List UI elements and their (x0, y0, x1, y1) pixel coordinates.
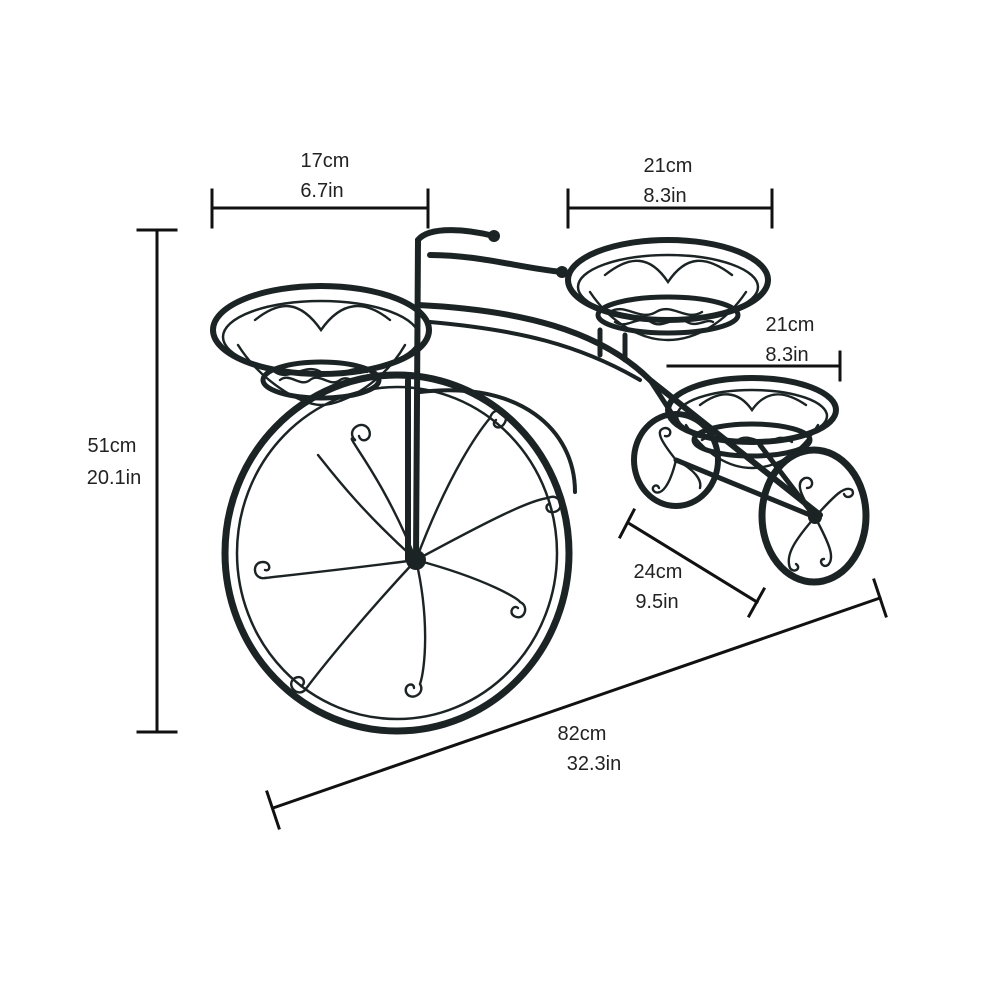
length-cm-label: 82cm (558, 723, 607, 745)
dimension-length: 82cm 32.3in (265, 578, 888, 830)
front-basket (210, 283, 432, 407)
dimension-rear-basket-top: 21cm 8.3in (566, 155, 774, 229)
rear-basket-top-in-label: 8.3in (643, 185, 686, 207)
rear-axle (647, 377, 818, 520)
front-basket-cm-label: 17cm (301, 150, 350, 172)
height-cm-label: 51cm (88, 435, 137, 457)
rear-basket-low-in-label: 8.3in (765, 344, 808, 366)
tricycle-stand (210, 227, 870, 735)
handlebar-grip (488, 230, 500, 242)
rear-width-in-label: 9.5in (635, 591, 678, 613)
rear-width-cm-label: 24cm (634, 561, 683, 583)
rear-basket-lower (665, 375, 839, 470)
rear-basket-top-cm-label: 21cm (644, 155, 693, 177)
main-frame (415, 302, 823, 518)
handlebar-grip (556, 266, 568, 278)
rear-basket-upper (565, 237, 771, 363)
lower-frame (428, 320, 642, 382)
fork (405, 237, 421, 563)
height-in-label: 20.1in (87, 467, 142, 489)
dimension-front-basket: 17cm 6.7in (210, 150, 430, 229)
length-in-label: 32.3in (567, 753, 622, 775)
handlebar (415, 227, 565, 275)
front-fender (418, 388, 577, 494)
dimension-rear-width: 24cm 9.5in (617, 507, 767, 619)
front-basket-in-label: 6.7in (300, 180, 343, 202)
rear-basket-low-cm-label: 21cm (766, 314, 815, 336)
dimension-rear-basket-low: 21cm 8.3in (666, 314, 842, 382)
dimension-height: 51cm 20.1in (87, 228, 178, 734)
front-wheel (221, 371, 573, 735)
